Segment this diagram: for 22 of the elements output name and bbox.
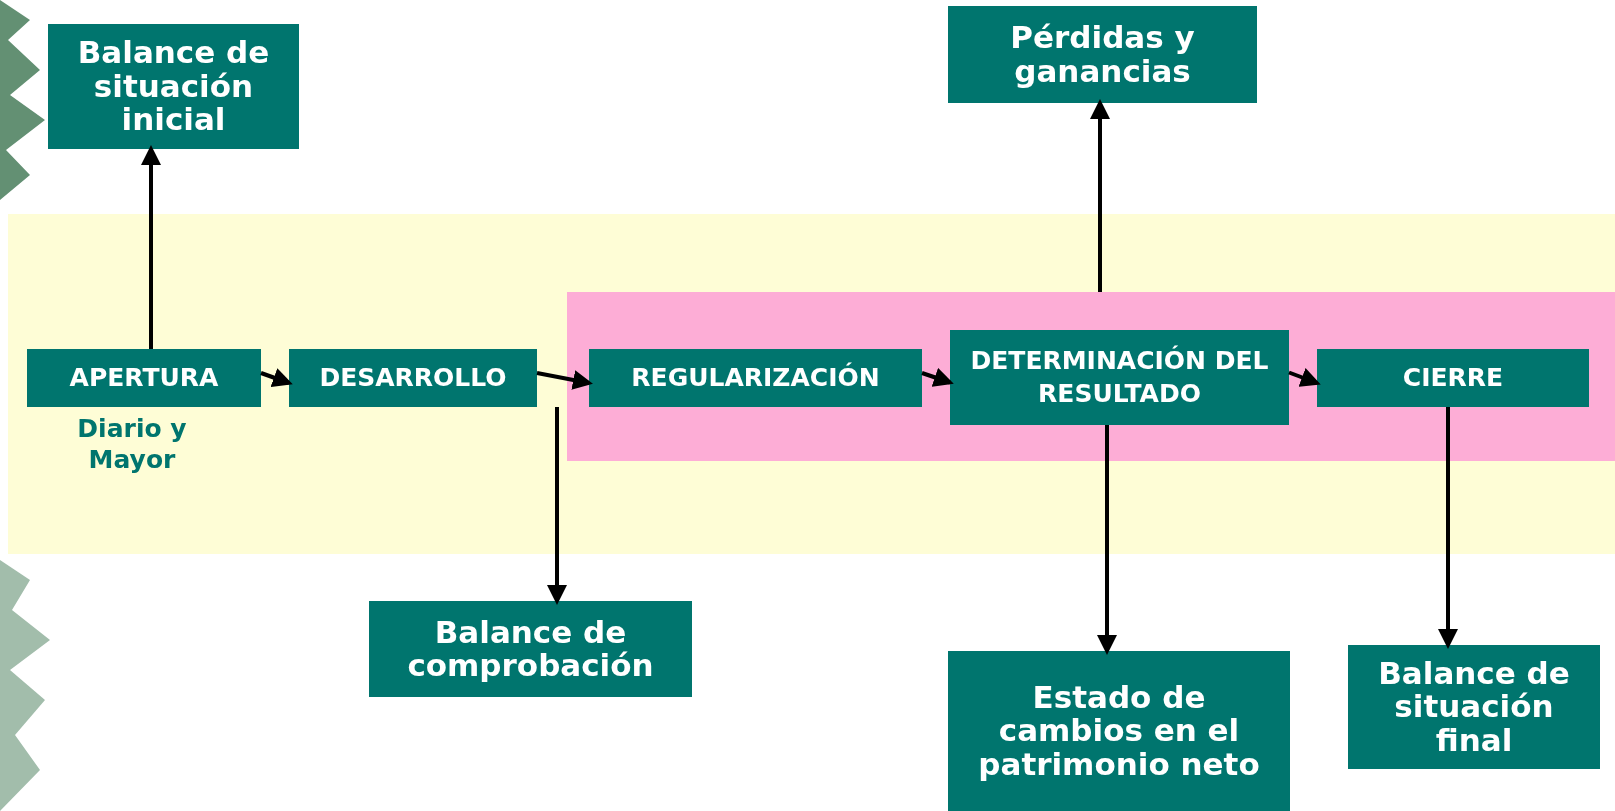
phase-band xyxy=(8,214,1615,554)
note-text: Diario y Mayor xyxy=(76,413,188,476)
process-box: APERTURA xyxy=(27,349,261,407)
arrow xyxy=(536,370,593,390)
highlight-band xyxy=(567,292,1615,461)
arrow xyxy=(547,407,567,605)
process-box: CIERRE xyxy=(1317,349,1589,407)
result-box: Pérdidas y ganancias xyxy=(948,6,1257,103)
arrow xyxy=(1288,368,1321,387)
arrow xyxy=(260,368,293,388)
result-box: Balance de situación final xyxy=(1348,645,1600,769)
arrow xyxy=(1090,99,1110,292)
process-box: DESARROLLO xyxy=(289,349,537,407)
result-box: Estado de cambios en el patrimonio neto xyxy=(948,651,1290,811)
arrow xyxy=(921,367,954,387)
arrow xyxy=(1097,425,1117,655)
process-box: DETERMINACIÓN DEL RESULTADO xyxy=(950,330,1289,425)
arrow xyxy=(141,145,161,349)
result-box: Balance de situación inicial xyxy=(48,24,299,149)
result-box: Balance de comprobación xyxy=(369,601,692,697)
process-box: REGULARIZACIÓN xyxy=(589,349,922,407)
arrow xyxy=(1438,407,1458,649)
